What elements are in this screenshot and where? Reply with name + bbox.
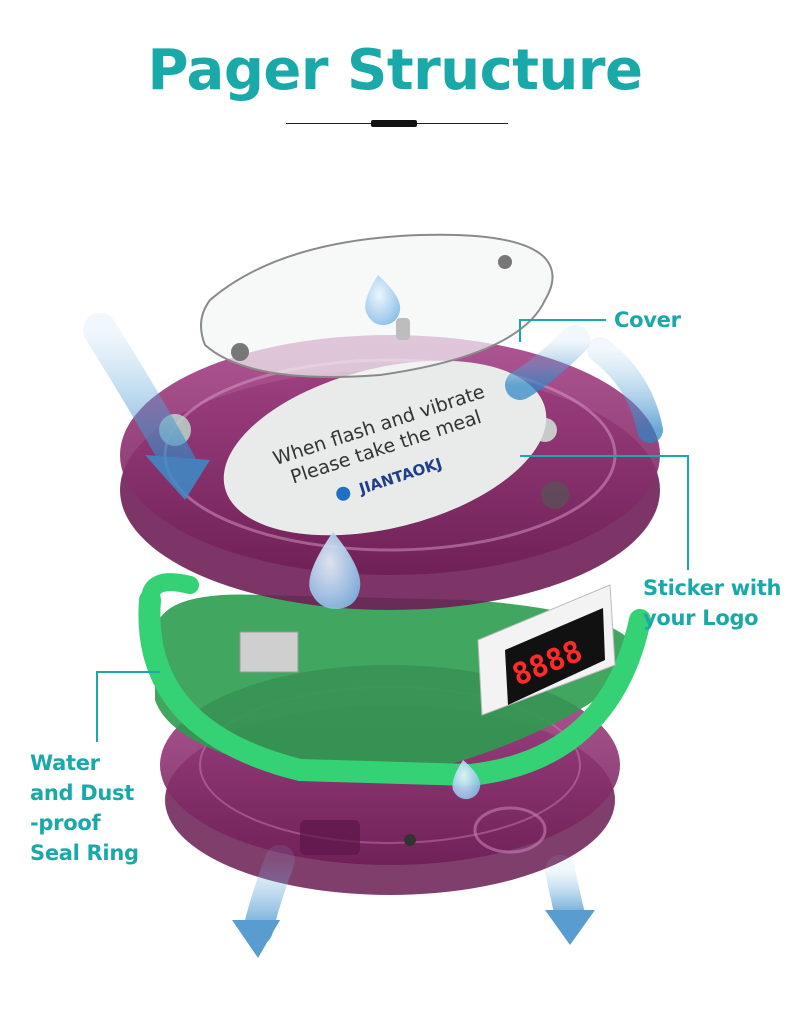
seal-label-line: Seal Ring — [30, 838, 139, 868]
cover-label: Cover — [614, 305, 681, 335]
seal-ring-and-pcb: 8888 — [149, 582, 640, 775]
sticker-label-line: Sticker with — [643, 573, 781, 603]
sticker-label-line: your Logo — [643, 603, 781, 633]
seal-label-line: Water — [30, 748, 139, 778]
seal-label-line: and Dust — [30, 778, 139, 808]
seal-label-line: -proof — [30, 808, 139, 838]
cover-label-line: Cover — [614, 305, 681, 335]
seal-leader — [97, 672, 160, 742]
